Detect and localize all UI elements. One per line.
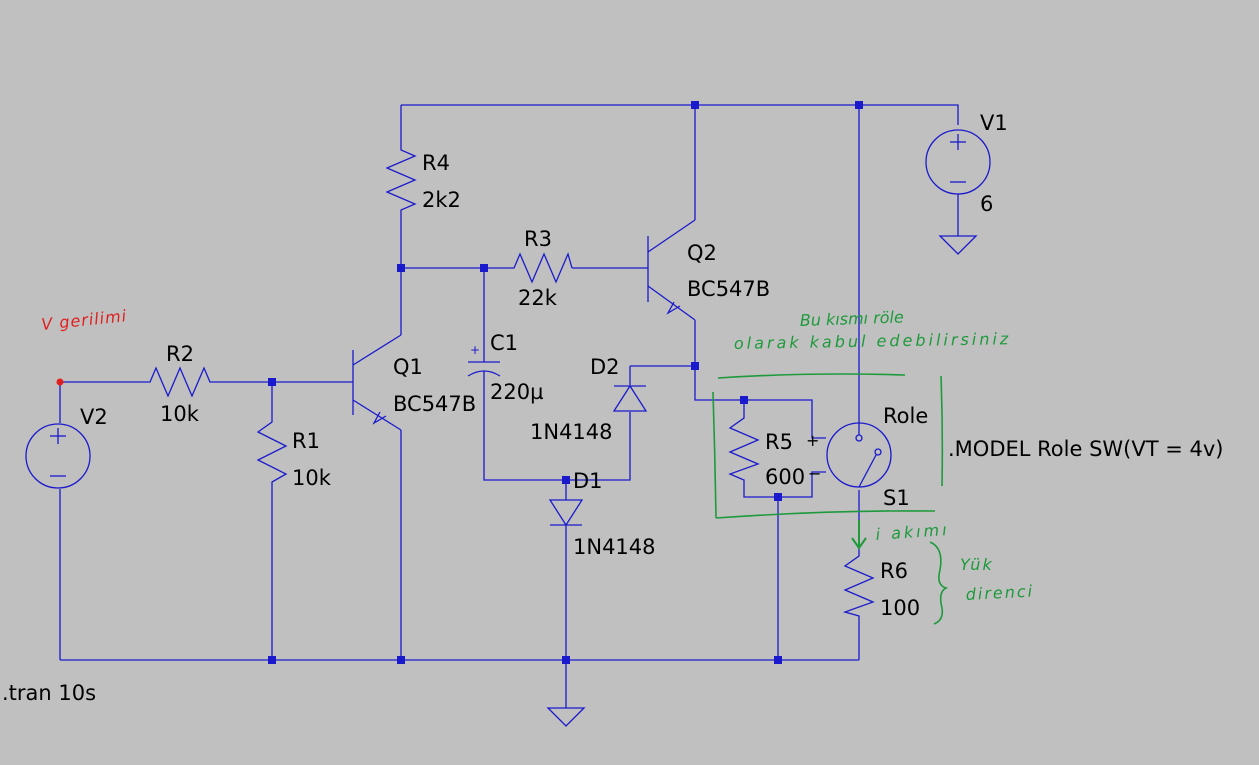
svg-text:−: − <box>808 464 821 483</box>
resistor-r3[interactable] <box>508 252 573 284</box>
voltage-note: V gerilimi <box>40 306 127 334</box>
junction-dot <box>268 656 276 664</box>
junction-dot <box>268 378 276 386</box>
r4-name: R4 <box>422 151 450 175</box>
relay-note-1: Bu kısmı röle <box>799 307 904 330</box>
q1-value: BC547B <box>393 392 476 416</box>
v2-name: V2 <box>80 405 108 429</box>
r1-value: 10k <box>292 466 332 490</box>
r3-value: 22k <box>518 286 558 310</box>
r2-value: 10k <box>160 402 200 426</box>
q1-name: Q1 <box>393 355 423 379</box>
c1-value: 220µ <box>490 380 543 404</box>
resistor-r6[interactable] <box>842 550 875 620</box>
r5-value: 600 <box>765 465 805 489</box>
q2-value: BC547B <box>687 277 770 301</box>
resistor-r1[interactable] <box>256 415 288 490</box>
diode-d2[interactable] <box>612 384 648 412</box>
r3-name: R3 <box>524 227 552 251</box>
wires <box>59 104 959 708</box>
junction-dot <box>397 264 405 272</box>
r6-value: 100 <box>880 596 920 620</box>
resistor-r4[interactable] <box>385 145 417 215</box>
r5-name: R5 <box>765 430 793 454</box>
junction-dot <box>691 362 699 370</box>
ground-symbol <box>546 707 586 727</box>
s1-name: S1 <box>883 486 910 510</box>
s1-value: Role <box>883 404 928 428</box>
junction-dot <box>691 101 699 109</box>
d2-value: 1N4148 <box>530 420 613 444</box>
junction-dot <box>397 656 405 664</box>
junction-dot <box>774 493 782 501</box>
r1-name: R1 <box>292 429 320 453</box>
model-directive[interactable]: .MODEL Role SW(VT = 4v) <box>948 437 1223 461</box>
resistor-r2[interactable] <box>145 366 215 398</box>
r4-value: 2k2 <box>422 188 461 212</box>
q2-name: Q2 <box>687 241 717 265</box>
junction-dot <box>562 476 570 484</box>
transistor-q2[interactable] <box>647 219 696 321</box>
transistor-q1[interactable] <box>352 334 402 431</box>
junction-dot <box>774 656 782 664</box>
green-annotations: Bu kısmı röle olarak kabul edebilirsiniz… <box>712 307 1035 625</box>
ground-symbol <box>938 235 978 255</box>
load-note-1: Yük <box>960 555 994 574</box>
junction-dot <box>562 656 570 664</box>
junctions <box>56 101 863 664</box>
svg-text:+: + <box>806 431 819 450</box>
junction-dot <box>740 396 748 404</box>
probe-dot <box>56 378 64 386</box>
current-note: i akımı <box>875 520 950 544</box>
tran-directive[interactable]: .tran 10s <box>2 681 96 705</box>
d1-name: D1 <box>573 469 603 493</box>
load-note-2: direnci <box>965 581 1034 604</box>
relay-note-2: olarak kabul edebilirsiniz <box>734 329 1012 353</box>
d1-value: 1N4148 <box>573 535 656 559</box>
d2-name: D2 <box>590 355 620 379</box>
junction-dot <box>480 264 488 272</box>
voltage-source-v2[interactable] <box>25 423 91 489</box>
capacitor-c1[interactable]: + <box>467 343 501 380</box>
v1-name: V1 <box>980 111 1008 135</box>
voltage-source-v1[interactable] <box>925 129 991 236</box>
c1-name: C1 <box>490 331 518 355</box>
r6-name: R6 <box>880 559 908 583</box>
r2-name: R2 <box>166 342 194 366</box>
diode-d1[interactable] <box>548 499 584 527</box>
svg-text:+: + <box>470 343 480 357</box>
junction-dot <box>855 101 863 109</box>
v1-value: 6 <box>980 192 993 216</box>
resistor-r5[interactable] <box>728 412 760 485</box>
switch-s1[interactable]: + − <box>806 422 892 488</box>
